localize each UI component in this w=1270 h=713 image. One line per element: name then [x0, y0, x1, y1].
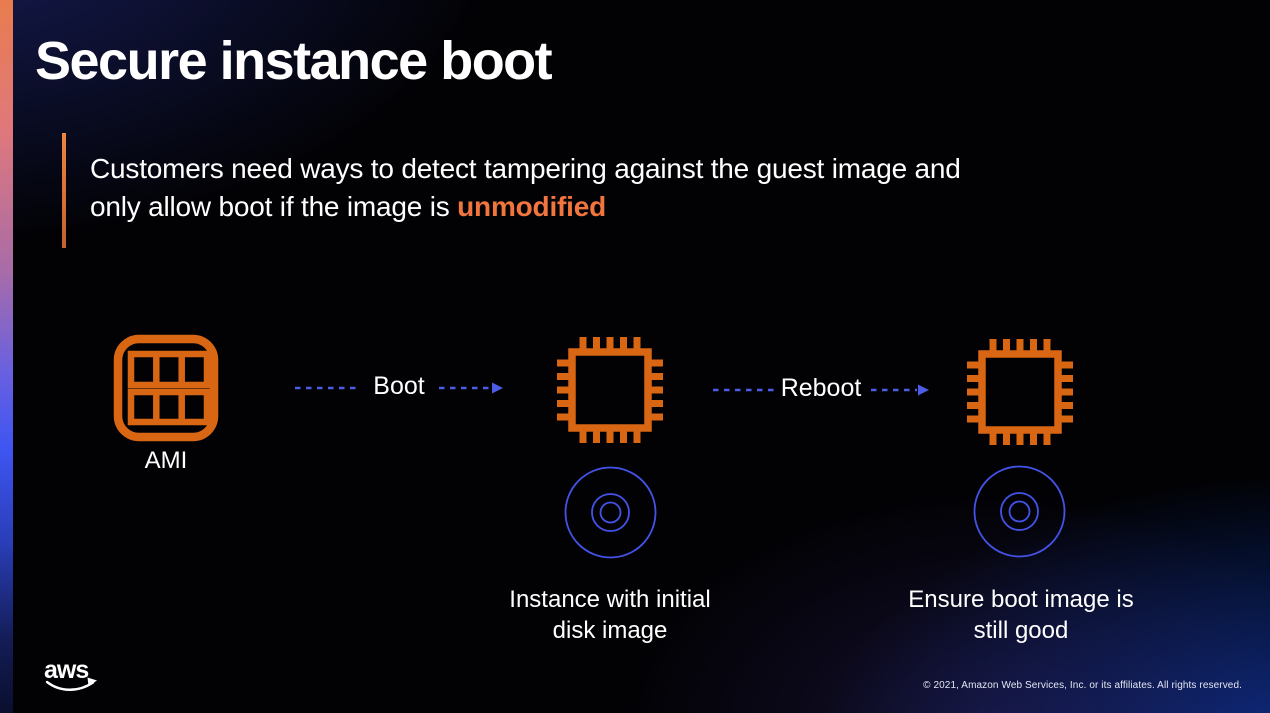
left-accent-stripe — [0, 0, 13, 713]
caption-ensure-line2: still good — [973, 617, 1069, 644]
boot-arrow-right — [439, 382, 503, 394]
quote-line2: only allow boot if the image is — [90, 191, 458, 222]
aws-smile-arrowhead — [87, 677, 97, 686]
reboot-arrowhead — [918, 384, 929, 396]
reboot-arrow-right — [871, 384, 929, 396]
ami-grid-icon — [113, 334, 219, 442]
aws-smile-logo: aws — [44, 656, 97, 691]
aws-logo-text: aws — [44, 656, 88, 684]
disk-icon — [564, 466, 657, 559]
quote-line1: Customers need ways to detect tampering … — [90, 153, 961, 184]
quote-text: Customers need ways to detect tampering … — [90, 150, 961, 226]
chip-icon — [557, 337, 663, 443]
quote-accent-bar — [62, 133, 66, 248]
chip-icon — [967, 339, 1073, 445]
caption-ensure: Ensure boot image is still good — [866, 584, 1176, 646]
caption-instance: Instance with initial disk image — [455, 584, 765, 646]
caption-instance-line2: disk image — [552, 617, 668, 644]
copyright-text: © 2021, Amazon Web Services, Inc. or its… — [923, 680, 1242, 691]
reboot-dashed-line-left — [713, 388, 778, 392]
page-title: Secure instance boot — [35, 31, 553, 91]
ami-label: AMI — [144, 447, 188, 474]
reboot-label: Reboot — [780, 374, 862, 402]
boot-arrowhead — [492, 382, 503, 394]
caption-instance-line1: Instance with initial — [509, 586, 711, 613]
quote-highlight: unmodified — [457, 191, 607, 222]
disk-icon — [973, 465, 1066, 558]
boot-dashed-line-left — [295, 386, 360, 390]
boot-label: Boot — [373, 372, 425, 400]
caption-ensure-line1: Ensure boot image is — [908, 586, 1134, 613]
